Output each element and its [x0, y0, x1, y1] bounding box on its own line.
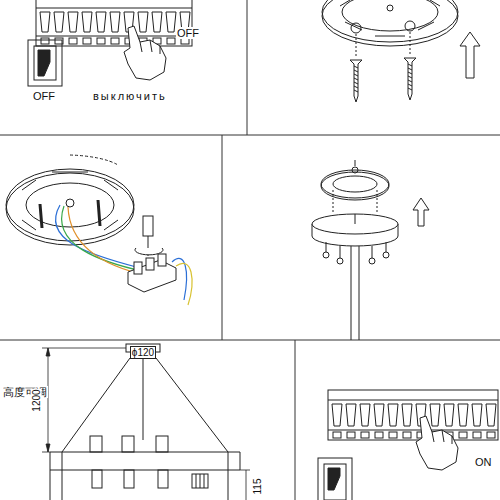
hand: [124, 26, 166, 80]
switch-icon: [28, 40, 62, 86]
on-label: ON: [474, 456, 493, 468]
ceiling-plate: [322, 0, 458, 46]
depth-dimension: 115: [252, 477, 263, 495]
breaker-board: [36, 0, 192, 46]
hand: [416, 416, 458, 470]
canopy-plate: [321, 160, 389, 212]
fixture: [50, 344, 240, 500]
screws: [350, 21, 416, 102]
up-arrow: [460, 32, 480, 78]
instruction-text: выключить: [92, 90, 168, 102]
diameter-dimension: ϕ120: [130, 346, 156, 359]
terminal-block: [128, 254, 176, 292]
off-label: OFF: [176, 27, 200, 39]
wires: [55, 205, 192, 305]
up-arrow: [413, 198, 429, 226]
dimension-lines: [42, 348, 250, 500]
switch-icon: [318, 458, 352, 500]
breaker-board: [328, 390, 498, 440]
screwdriver: [135, 216, 163, 256]
height-dimension: 1200: [31, 388, 42, 412]
canopy-cup: [312, 214, 398, 340]
wiring-plate: [6, 155, 134, 245]
off-label: OFF: [32, 90, 56, 102]
